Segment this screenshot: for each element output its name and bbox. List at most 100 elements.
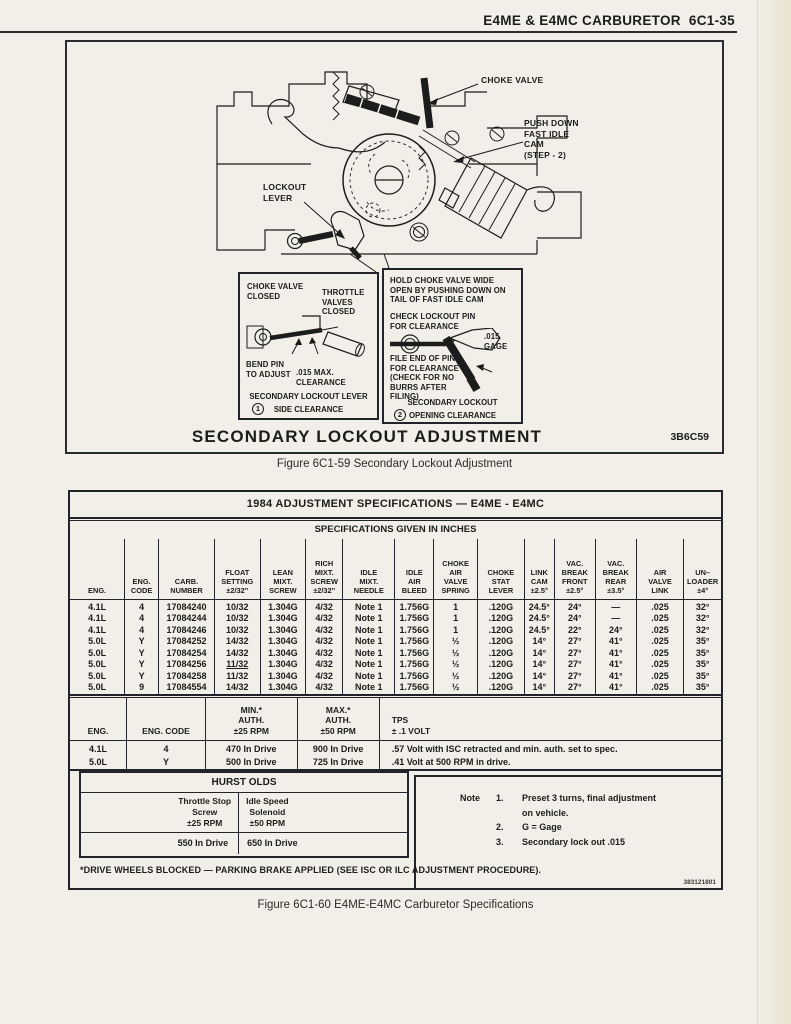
spec-cell: 35° <box>683 647 721 659</box>
spec-cell: 5.0L <box>88 659 107 669</box>
spec-cell: 27° <box>553 647 596 659</box>
spec-cell: .025 <box>635 647 684 659</box>
spec-cell: 5.0L <box>88 636 107 646</box>
drive-wheels-footnote: *DRIVE WHEELS BLOCKED — PARKING BRAKE AP… <box>80 865 542 875</box>
spec-cell: .025 <box>635 670 684 682</box>
col-choke-stat-lever: CHOKE STAT LEVER <box>476 539 525 600</box>
gage-clearance-drawing <box>390 328 501 393</box>
auth-max: 900 In Drive 725 In Drive <box>296 740 380 770</box>
spec-cell: ½ <box>433 647 478 659</box>
figure2-caption: Figure 6C1-60 E4ME-E4MC Carburetor Speci… <box>257 899 534 911</box>
adjustment-spec-table: ENG. ENG. CODE CARB. NUMBER FLOAT SETTIN… <box>70 539 721 694</box>
spec-cell: 4.1L <box>88 613 107 623</box>
spec-cell: 4.1L <box>88 601 107 612</box>
label-choke-valve: CHOKE VALVE <box>481 75 544 85</box>
spec-cell: 24° <box>553 599 596 613</box>
page-crease-line <box>757 0 758 1024</box>
spec-cell: 1.756G <box>394 613 434 625</box>
note-number: 2. <box>496 822 504 832</box>
spec-cell: 14/32 <box>214 682 261 694</box>
spec-cell: 4/32 <box>305 636 343 648</box>
spec-cell: 1.756G <box>394 599 434 613</box>
spec-cell: 11/32 <box>214 670 261 682</box>
auth-header-row: ENG. ENG. CODE MIN.* AUTH. ±25 RPM MAX.*… <box>70 697 721 741</box>
figure-secondary-lockout: CHOKE VALVE PUSH DOWN FAST IDLE CAM (STE… <box>65 40 724 454</box>
spec-cell: 1.756G <box>394 624 434 636</box>
text-choke-valve-closed: CHOKE VALVE CLOSED <box>247 282 304 301</box>
spec-cell: 4/32 <box>305 682 343 694</box>
spec-cell: 4/32 <box>305 647 343 659</box>
hurst-col2-header-cell: Idle Speed Solenoid ±50 RPM <box>239 793 407 832</box>
label-lockout-lever: LOCKOUT LEVER <box>263 182 307 203</box>
header-rule <box>0 31 737 33</box>
spec-cell: 17084554 <box>158 682 215 694</box>
spec-cell: 14° <box>523 682 555 694</box>
col-tps: TPS ± .1 VOLT <box>378 697 721 741</box>
spec-cell: 4/32 <box>305 659 343 671</box>
throttle-stop-screw-value: 550 In Drive <box>81 833 240 854</box>
callout-side-clearance: CHOKE VALVE CLOSED THROTTLE VALVES CLOSE… <box>238 272 379 420</box>
carburetor-line-art <box>216 71 582 273</box>
hurst-col1-header-cell: Throttle Stop Screw ±25 RPM <box>81 793 240 832</box>
spec-cell: .025 <box>635 599 684 613</box>
spec-cell: 11/32 <box>214 659 261 671</box>
spec-cell: 4/32 <box>305 599 343 613</box>
callout-number-2: 2 <box>394 409 406 421</box>
spec-cell: 1.756G <box>394 670 434 682</box>
callout-right-caption: SECONDARY LOCKOUT <box>407 398 498 407</box>
double-rule <box>70 693 721 698</box>
spec-cell: Note 1 <box>342 670 395 682</box>
text-throttle-valves-closed: THROTTLE VALVES CLOSED <box>322 288 365 317</box>
spec-cell: ½ <box>433 659 478 671</box>
note-text: Secondary lock out .015 <box>522 836 626 847</box>
text-hold-choke-valve: HOLD CHOKE VALVE WIDE OPEN BY PUSHING DO… <box>390 276 506 305</box>
spec-cell: .120G <box>476 659 525 671</box>
spec-cell: Note 1 <box>342 647 395 659</box>
hurst-olds-title: HURST OLDS <box>81 773 407 793</box>
col-rich-mixt-screw: RICH MIXT. SCREW ±2/32'' <box>305 539 343 600</box>
spec-cell: 1.756G <box>394 636 434 648</box>
col-choke-air-valve-spring: CHOKE AIR VALVE SPRING <box>433 539 478 600</box>
spec-cell: .120G <box>476 647 525 659</box>
spec-cell: 4/32 <box>305 613 343 625</box>
spec-cell: 1 <box>433 599 478 613</box>
figure1-title: SECONDARY LOCKOUT ADJUSTMENT <box>191 427 543 446</box>
spec-cell: 17084252 <box>158 636 215 648</box>
spec-cell: 1.304G <box>259 636 306 648</box>
spec-cell: 1.756G <box>394 659 434 671</box>
note-number: 3. <box>496 836 504 847</box>
spec-cell: 32° <box>683 624 721 636</box>
spec-cell: 1.304G <box>259 624 306 636</box>
auth-rpm-table: ENG. ENG. CODE MIN.* AUTH. ±25 RPM MAX.*… <box>70 697 721 771</box>
col-max-auth: MAX.* AUTH. ±50 RPM <box>296 697 380 741</box>
spec-cell: Note 1 <box>342 659 395 671</box>
spec-cell: 1.756G <box>394 647 434 659</box>
spec-cell: 24.5° <box>523 624 555 636</box>
idle-speed-solenoid-value: 650 In Drive <box>247 838 298 848</box>
spec-cell: 1 <box>433 624 478 636</box>
text-015-max-clearance: .015 MAX. CLEARANCE <box>296 368 346 387</box>
figure1-code: 3B6C59 <box>670 431 709 443</box>
note-text: G = Gage <box>522 822 562 832</box>
spec-cell: 35° <box>683 682 721 694</box>
spec-cell: Y <box>124 670 159 682</box>
callout-opening-clearance: HOLD CHOKE VALVE WIDE OPEN BY PUSHING DO… <box>382 268 523 424</box>
col-eng2: ENG. <box>70 697 127 741</box>
spec-cell: 4/32 <box>305 624 343 636</box>
col-idle-air-bleed: IDLE AIR BLEED <box>394 539 434 600</box>
col-eng-code: ENG. CODE <box>124 539 159 600</box>
spec-cell: Y <box>124 636 159 648</box>
spec-cell: Note 1 <box>342 636 395 648</box>
spec-cell: 1.756G <box>394 682 434 694</box>
spec-cell: .120G <box>476 599 525 613</box>
document-code: 383121801 <box>683 879 716 886</box>
col-vac-break-rear: VAC. BREAK REAR ±3.5° <box>594 539 637 600</box>
spec-cell: 27° <box>553 659 596 671</box>
spec-cell: 1.304G <box>259 659 306 671</box>
